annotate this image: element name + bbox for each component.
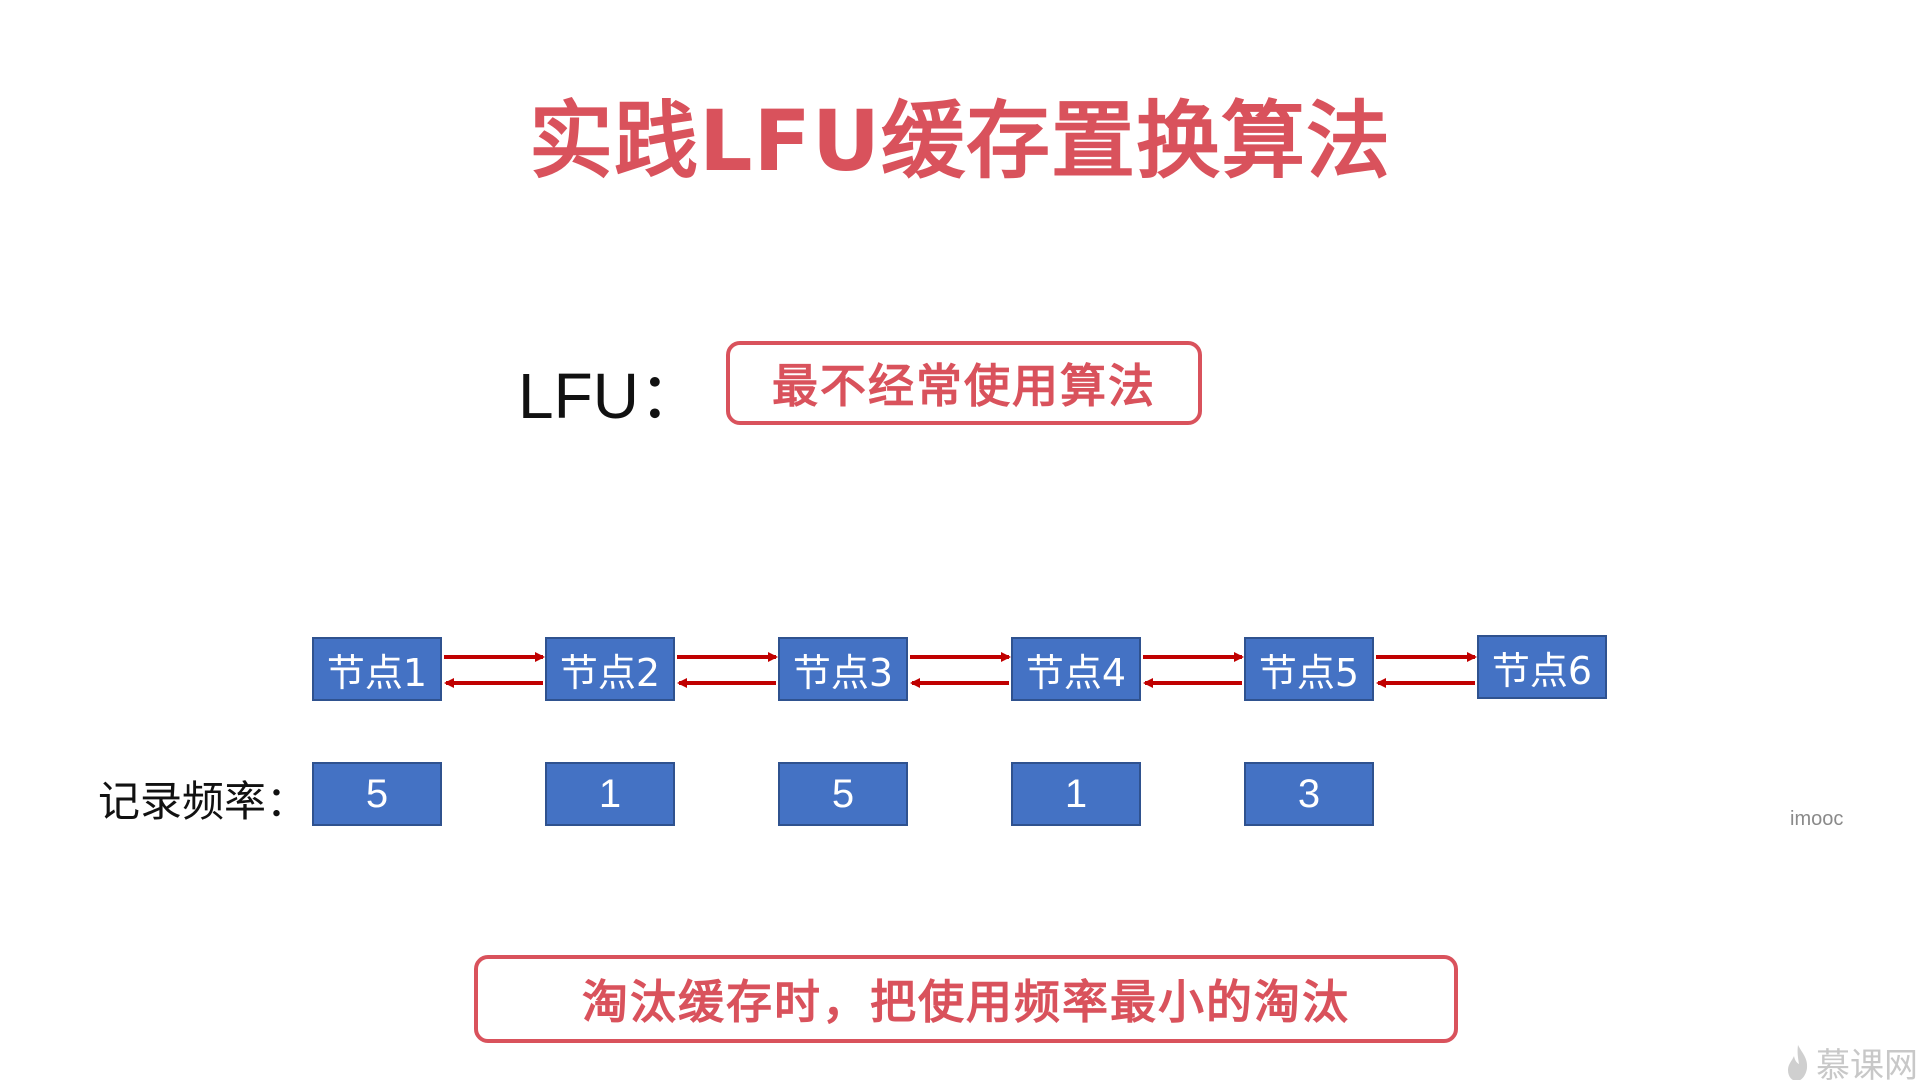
- eviction-note-text: 淘汰缓存时，把使用频率最小的淘汰: [582, 975, 1350, 1029]
- lfu-label: LFU：: [518, 360, 703, 432]
- definition-box: 最不经常使用算法: [726, 341, 1202, 425]
- flame-icon: [1788, 1044, 1808, 1080]
- definition-text: 最不经常使用算法: [772, 359, 1156, 413]
- list-node-4: 节点4: [1011, 637, 1141, 701]
- frequency-box-3: 5: [778, 762, 908, 826]
- imooc-watermark: imooc: [1790, 808, 1844, 830]
- frequency-box-1: 5: [312, 762, 442, 826]
- list-node-5: 节点5: [1244, 637, 1374, 701]
- arrow-pair-1-2: [444, 652, 545, 688]
- arrow-pair-3-4: [910, 652, 1011, 688]
- list-node-2: 节点2: [545, 637, 675, 701]
- arrow-pair-2-3: [677, 652, 778, 688]
- frequency-box-4: 1: [1011, 762, 1141, 826]
- slide-title: 实践LFU缓存置换算法: [528, 92, 1392, 190]
- frequency-box-5: 3: [1244, 762, 1374, 826]
- brand-watermark-text: 慕课网: [1816, 1046, 1918, 1080]
- arrow-pair-4-5: [1143, 652, 1244, 688]
- list-node-6: 节点6: [1477, 635, 1607, 699]
- eviction-note-box: 淘汰缓存时，把使用频率最小的淘汰: [474, 955, 1458, 1043]
- list-node-1: 节点1: [312, 637, 442, 701]
- frequency-box-2: 1: [545, 762, 675, 826]
- frequency-label: 记录频率：: [98, 777, 309, 826]
- list-node-3: 节点3: [778, 637, 908, 701]
- arrow-pair-5-6: [1376, 652, 1477, 688]
- brand-watermark: 慕课网: [1786, 1038, 1918, 1080]
